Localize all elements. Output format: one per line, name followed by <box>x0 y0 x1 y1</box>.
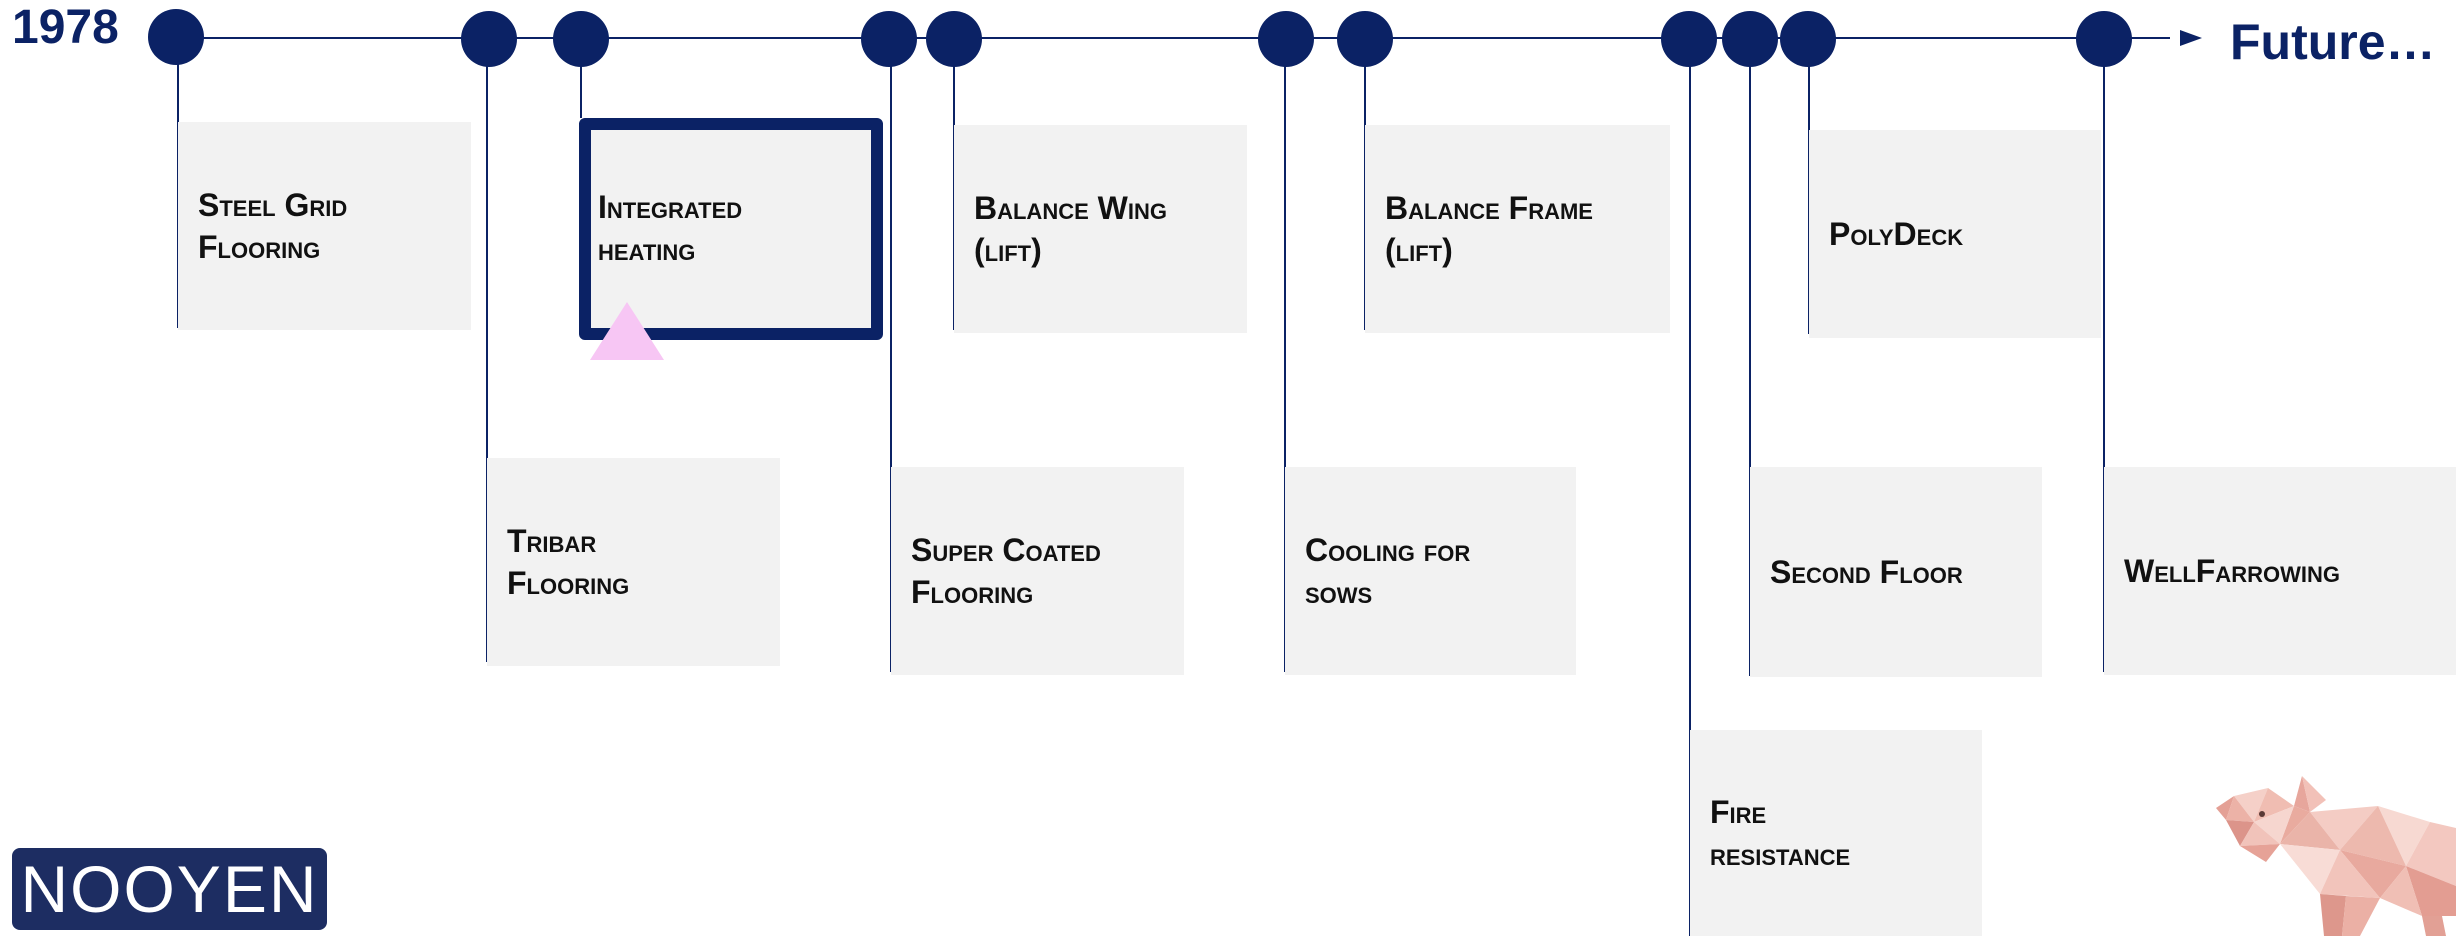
timeline-dot-cooling-for-sows <box>1258 11 1314 67</box>
milestone-card-super-coated-flooring: Super Coated Flooring <box>891 467 1184 675</box>
milestone-label: Second Floor <box>1770 554 1963 590</box>
milestone-card-fire-resistance: Fire resistance <box>1690 730 1982 936</box>
milestone-label: Balance Frame (lift) <box>1385 190 1593 268</box>
timeline-dot-fire-resistance <box>1661 11 1717 67</box>
milestone-label: Fire resistance <box>1710 794 1851 872</box>
milestone-label: PolyDeck <box>1829 216 1964 252</box>
arrow-right-icon <box>2180 30 2202 46</box>
timeline-dot-wellfarrowing <box>2076 11 2132 67</box>
milestone-card-integrated-heating: Integrated heating <box>580 120 880 336</box>
timeline-dot-balance-wing <box>926 11 982 67</box>
milestone-label: Steel Grid Flooring <box>198 187 348 265</box>
milestone-card-second-floor: Second Floor <box>1750 467 2042 677</box>
connector-super-coated-flooring <box>890 38 892 672</box>
timeline-dot-polydeck <box>1780 11 1836 67</box>
milestone-label: Integrated heating <box>598 189 743 267</box>
milestone-card-balance-frame: Balance Frame (lift) <box>1365 125 1670 333</box>
milestone-card-polydeck: PolyDeck <box>1809 130 2101 338</box>
milestone-card-steel-grid-flooring: Steel Grid Flooring <box>178 122 471 330</box>
milestone-label: Balance Wing (lift) <box>974 190 1167 268</box>
milestone-label: Cooling for sows <box>1305 532 1471 610</box>
milestone-card-wellfarrowing: WellFarrowing <box>2104 467 2456 675</box>
timeline-dot-tribar-flooring <box>461 11 517 67</box>
milestone-card-cooling-for-sows: Cooling for sows <box>1285 467 1576 675</box>
milestone-label: Super Coated Flooring <box>911 532 1101 610</box>
connector-wellfarrowing <box>2103 38 2105 672</box>
triangle-marker-icon <box>590 302 664 360</box>
timeline-dot-integrated-heating <box>553 11 609 67</box>
connector-fire-resistance <box>1689 38 1691 936</box>
polygon-pig-icon <box>2216 776 2456 936</box>
logo-wordmark: NOOYEN <box>20 852 319 926</box>
milestone-label: Tribar Flooring <box>507 523 630 601</box>
milestone-label: WellFarrowing <box>2124 553 2340 589</box>
timeline-dot-super-coated-flooring <box>861 11 917 67</box>
timeline-start-label: 1978 <box>12 1 119 54</box>
connector-tribar-flooring <box>486 38 488 662</box>
timeline-dot-second-floor <box>1722 11 1778 67</box>
connector-second-floor <box>1749 38 1751 676</box>
timeline-dot-steel-grid-flooring <box>148 9 204 65</box>
milestone-card-balance-wing: Balance Wing (lift) <box>954 125 1247 333</box>
timeline-end-label: Future… <box>2230 14 2436 70</box>
nooyen-logo: NOOYEN <box>12 848 327 930</box>
connector-cooling-for-sows <box>1284 38 1286 672</box>
connector-integrated-heating <box>580 38 582 118</box>
milestone-card-tribar-flooring: Tribar Flooring <box>487 458 780 666</box>
timeline-dot-balance-frame <box>1337 11 1393 67</box>
timeline-axis <box>176 37 2170 39</box>
